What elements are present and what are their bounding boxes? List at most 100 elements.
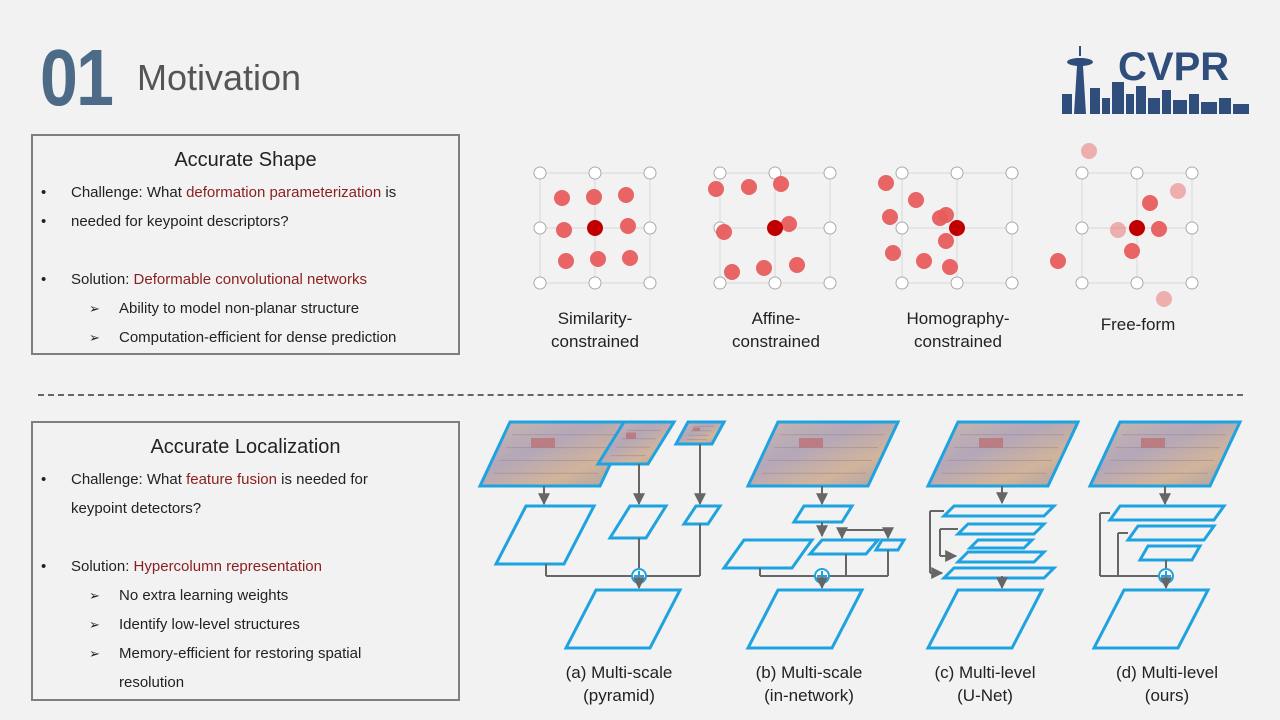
caption-affine: Affine-constrained bbox=[732, 309, 820, 351]
shape-solution: Solution: Deformable convolutional netwo… bbox=[33, 265, 458, 294]
sampling-point bbox=[789, 257, 805, 273]
caption-ours: (d) Multi-level(ours) bbox=[1115, 663, 1219, 705]
slide-number: 01 bbox=[40, 33, 114, 122]
loc-challenge-line2: keypoint detectors? bbox=[71, 500, 202, 517]
shape-sub-item: Computation-efficient for dense predicti… bbox=[33, 323, 458, 352]
feature-map bbox=[607, 504, 669, 540]
image-texture bbox=[626, 432, 636, 439]
grid-node bbox=[1005, 166, 1019, 180]
sampling-point bbox=[942, 259, 958, 275]
cvpr-logo: CVPR bbox=[1062, 45, 1249, 114]
sampling-point bbox=[554, 190, 570, 206]
caption-pyramid: (a) Multi-scale(pyramid) bbox=[565, 663, 673, 705]
sampling-grid bbox=[533, 166, 657, 290]
sampling-point bbox=[1050, 253, 1066, 269]
center-point bbox=[1129, 220, 1145, 236]
grid-node bbox=[895, 166, 909, 180]
feature-map bbox=[806, 538, 882, 556]
feature-map bbox=[721, 538, 815, 570]
grid-node bbox=[643, 166, 657, 180]
feature-map bbox=[966, 538, 1036, 550]
sampling-point bbox=[618, 187, 634, 203]
grid-node bbox=[713, 166, 727, 180]
sampling-point bbox=[781, 216, 797, 232]
feature-map bbox=[1125, 524, 1217, 542]
grid-node bbox=[1130, 276, 1144, 290]
grid-node bbox=[713, 276, 727, 290]
grid-node bbox=[1075, 221, 1089, 235]
sampling-point bbox=[622, 250, 638, 266]
loc-sub-item: Identify low-level structures bbox=[33, 610, 458, 639]
grid-node bbox=[643, 221, 657, 235]
loc-solution-highlight: Hypercolumn representation bbox=[133, 558, 322, 575]
feature-map bbox=[1091, 588, 1211, 650]
grid-node bbox=[823, 276, 837, 290]
feature-map bbox=[493, 504, 597, 566]
grid-node bbox=[533, 221, 547, 235]
logo-text: CVPR bbox=[1118, 45, 1229, 89]
shape-sub-item: Ability to model non-planar structure bbox=[33, 294, 458, 323]
loc-sub-item: Memory-efficient for restoring spatial bbox=[33, 639, 458, 668]
grid-node bbox=[1005, 276, 1019, 290]
sampling-point bbox=[916, 253, 932, 269]
grid-node bbox=[1130, 166, 1144, 180]
grid-node bbox=[895, 276, 909, 290]
feature-map bbox=[791, 504, 855, 524]
caption-in-network: (b) Multi-scale(in-network) bbox=[755, 663, 863, 705]
sampling-point bbox=[724, 264, 740, 280]
grid-node bbox=[768, 276, 782, 290]
shape-challenge-line2: needed for keypoint descriptors? bbox=[33, 207, 458, 236]
grid-node bbox=[1185, 166, 1199, 180]
feature-map bbox=[954, 550, 1048, 564]
grid-node bbox=[950, 276, 964, 290]
input-image bbox=[595, 420, 677, 466]
grid-node bbox=[823, 221, 837, 235]
grid-node bbox=[1185, 221, 1199, 235]
grid-node bbox=[1005, 221, 1019, 235]
loc-challenge-highlight: feature fusion bbox=[186, 471, 277, 488]
input-image bbox=[1087, 420, 1243, 488]
center-point bbox=[767, 220, 783, 236]
image-texture bbox=[979, 438, 1003, 448]
feature-map bbox=[954, 522, 1048, 536]
image-texture bbox=[1141, 438, 1165, 448]
feature-map bbox=[925, 588, 1045, 650]
input-image bbox=[745, 420, 901, 488]
sampling-point bbox=[908, 192, 924, 208]
loc-challenge: Challenge: What feature fusion is needed… bbox=[33, 465, 458, 494]
sampling-point bbox=[590, 251, 606, 267]
feature-map bbox=[873, 538, 907, 552]
sampling-point bbox=[882, 209, 898, 225]
sampling-point bbox=[1124, 243, 1140, 259]
sampling-point bbox=[1170, 183, 1186, 199]
sampling-point bbox=[878, 175, 894, 191]
grid-node bbox=[823, 166, 837, 180]
shape-solution-highlight: Deformable convolutional networks bbox=[133, 271, 367, 288]
sampling-point bbox=[556, 222, 572, 238]
sampling-point bbox=[756, 260, 772, 276]
input-image bbox=[477, 420, 633, 488]
sampling-grid bbox=[878, 166, 1019, 290]
grid-node bbox=[1075, 166, 1089, 180]
sampling-point bbox=[938, 233, 954, 249]
feature-map bbox=[940, 566, 1058, 580]
sampling-point bbox=[716, 224, 732, 240]
grid-node bbox=[643, 276, 657, 290]
caption-homography: Homography-constrained bbox=[906, 309, 1010, 351]
grid-node bbox=[588, 276, 602, 290]
shape-challenge-highlight: deformation parameterization bbox=[186, 184, 382, 201]
sampling-point bbox=[773, 176, 789, 192]
image-texture bbox=[531, 438, 555, 448]
sampling-grid bbox=[708, 166, 837, 290]
sampling-point bbox=[708, 181, 724, 197]
sampling-point bbox=[885, 245, 901, 261]
loc-sub-item: No extra learning weights bbox=[33, 581, 458, 610]
grid-node bbox=[950, 166, 964, 180]
input-image bbox=[673, 420, 727, 446]
loc-sub-item-continuation: resolution bbox=[119, 674, 185, 691]
sampling-point bbox=[741, 179, 757, 195]
loc-solution: Solution: Hypercolumn representation bbox=[33, 552, 458, 581]
center-point bbox=[587, 220, 603, 236]
sampling-grid bbox=[1050, 143, 1199, 307]
